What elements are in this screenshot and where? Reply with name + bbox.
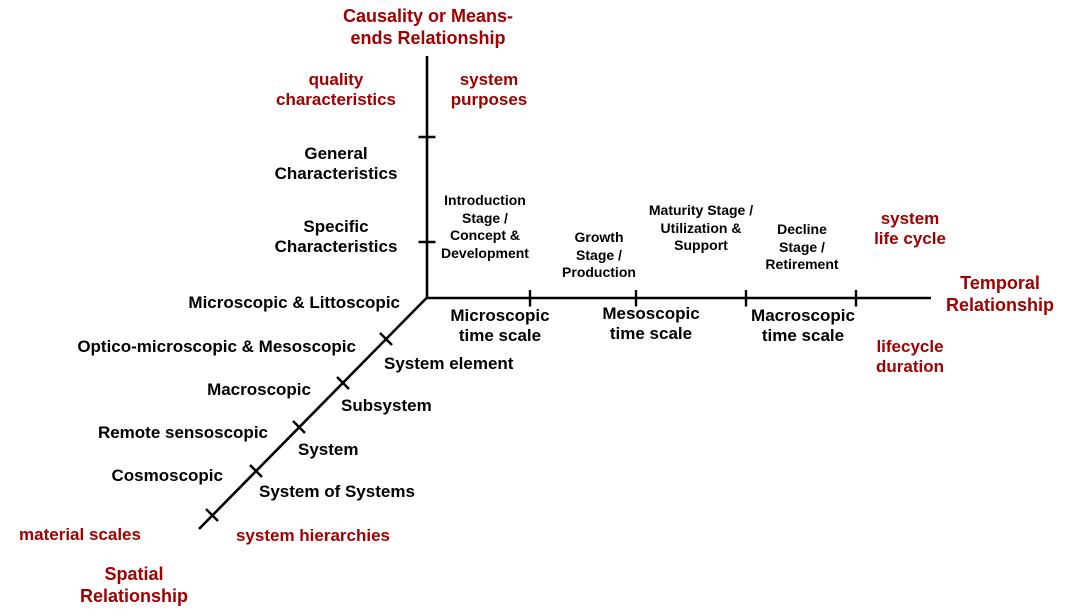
macroscopic-time-scale-label: Macroscopic time scale (751, 306, 855, 346)
material-scale-remote-label: Remote sensoscopic (97, 423, 268, 442)
system-purposes-label: system purposes (450, 70, 528, 110)
lifecycle-duration-label: lifecycle duration (876, 337, 944, 377)
material-scales-label: material scales (19, 525, 141, 544)
material-scale-macroscopic-label: Macroscopic (207, 380, 311, 399)
hierarchy-system-element-label: System element (384, 354, 514, 373)
spatial-tick-3 (292, 420, 306, 434)
hierarchy-system-of-systems-label: System of Systems (259, 482, 415, 501)
spatial-tick-1 (379, 332, 393, 346)
stage-introduction-label: Introduction Stage / Concept & Developme… (441, 192, 529, 261)
spatial-tick-2 (336, 376, 350, 390)
specific-characteristics-tick-label: Specific Characteristics (274, 217, 398, 257)
temporal-axis-title: Temporal Relationship (945, 273, 1054, 315)
spatial-tick-4 (249, 464, 263, 478)
material-scale-cosmoscopic-label: Cosmoscopic (111, 466, 223, 485)
spatial-axis-title: Spatial Relationship (79, 564, 188, 606)
material-scale-optico-meso-label: Optico-microscopic & Mesoscopic (77, 337, 356, 356)
mesoscopic-time-scale-label: Mesoscopic time scale (602, 304, 700, 344)
general-characteristics-tick-label: General Characteristics (274, 144, 398, 184)
stage-decline-label: Decline Stage / Retirement (765, 221, 839, 272)
spatial-tick-5 (205, 508, 219, 522)
spatial-axis-line (198, 296, 428, 530)
hierarchy-system-label: System (298, 440, 359, 459)
microscopic-time-scale-label: Microscopic time scale (450, 306, 550, 346)
causality-axis-title: Causality or Means- ends Relationship (342, 6, 514, 48)
stage-growth-label: Growth Stage / Production (562, 229, 636, 280)
system-hierarchies-label: system hierarchies (235, 526, 391, 545)
quality-characteristics-label: quality characteristics (275, 70, 397, 110)
stage-maturity-label: Maturity Stage / Utilization & Support (648, 202, 754, 253)
material-scale-micro-litto-label: Microscopic & Littoscopic (188, 293, 400, 312)
system-life-cycle-label: system life cycle (874, 209, 946, 249)
hierarchy-subsystem-label: Subsystem (341, 396, 432, 415)
